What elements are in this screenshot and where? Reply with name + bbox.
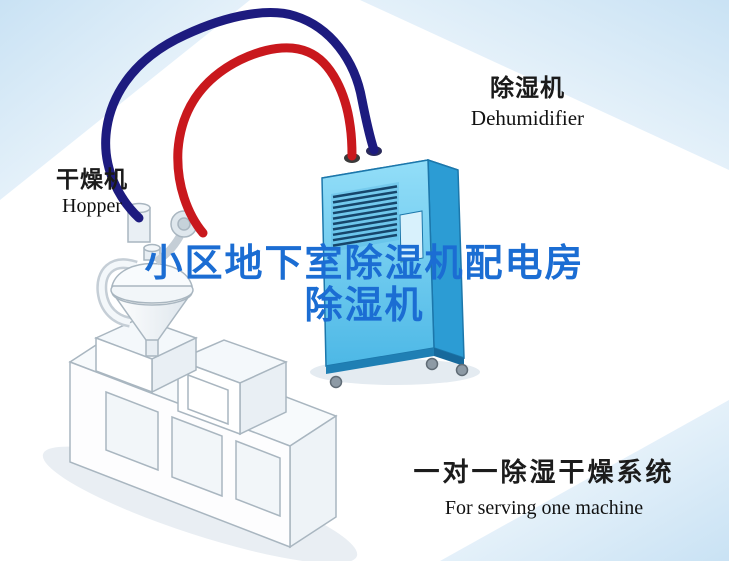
- hopper-label: 干燥机 Hopper: [32, 165, 152, 219]
- caption: 一对一除湿干燥系统 For serving one machine: [390, 456, 698, 522]
- corner-tint-bottom-right: [440, 400, 729, 561]
- dehumidifier-base-front: [326, 348, 434, 374]
- motor-pipe: [153, 233, 184, 266]
- upper-box-front: [177, 358, 241, 436]
- dehumidifier-wheels: [329, 357, 469, 389]
- dehumidifier-grille: [331, 182, 399, 252]
- page-title: 小区地下室除湿机配电房 除湿机: [0, 243, 729, 327]
- machine-panel-2: [171, 415, 223, 498]
- blue-hose: [101, 8, 379, 223]
- motor-hub: [177, 217, 191, 231]
- page-title-line1: 小区地下室除湿机配电房: [144, 243, 585, 285]
- corner-tint-top-right: [360, 0, 729, 170]
- dehumidifier-label-en: Dehumidifier: [470, 106, 585, 130]
- funnel-duct-inner: [98, 260, 137, 325]
- dehumidifier-label-cn: 除湿机: [490, 75, 565, 102]
- hopper-machine-illustration: [68, 317, 338, 549]
- dehumidifier-control-panel: [399, 210, 424, 263]
- hopper-platform-front: [95, 336, 153, 394]
- funnel-dome: [111, 262, 193, 287]
- upper-box-panel: [187, 373, 229, 426]
- page-title-line2: 除湿机: [304, 285, 425, 327]
- red-hose: [173, 43, 357, 238]
- funnel-cap-top: [143, 243, 161, 253]
- caption-en: For serving one machine: [444, 497, 644, 519]
- hopper-label-cn: 干燥机: [56, 166, 128, 192]
- machine-panel-1: [105, 390, 159, 472]
- hopper-label-en: Hopper: [62, 195, 122, 217]
- machine-panel-3: [235, 439, 281, 518]
- corner-tint-top-left: [0, 0, 250, 200]
- dehumidifier-base-side: [434, 348, 464, 366]
- caption-cn: 一对一除湿干燥系统: [413, 457, 675, 487]
- dehumidifier-illustration: [321, 146, 469, 389]
- dehumidifier-label: 除湿机 Dehumidifier: [420, 74, 635, 132]
